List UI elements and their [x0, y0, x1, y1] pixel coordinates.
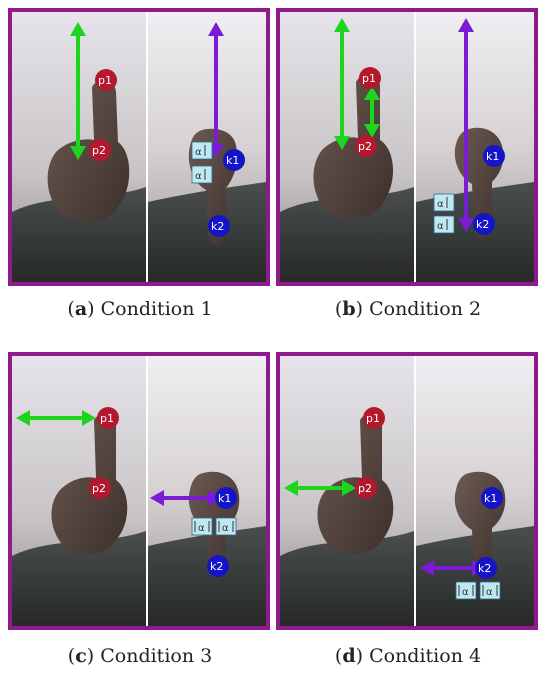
alpha-label: α [462, 587, 469, 598]
green-arrow [70, 22, 86, 160]
background-dark-left [280, 531, 414, 626]
marker-p1: p1 [359, 67, 381, 89]
panel-condition-1: α α p1 p2 k1 k2 [8, 8, 270, 286]
marker-label: p1 [100, 412, 114, 425]
marker-p2: p2 [355, 135, 377, 157]
marker-k1: k1 [483, 145, 505, 167]
panel-condition-3: α α p1 p2 k1 k2 [8, 352, 270, 630]
purple-arrow [458, 18, 474, 232]
caption-a: (a) Condition 1 [67, 298, 213, 320]
marker-p1: p1 [95, 69, 117, 91]
green-arrow-long [334, 18, 350, 150]
marker-label: k1 [486, 150, 499, 163]
marker-label: k2 [211, 220, 224, 233]
alpha-label: α [437, 199, 444, 210]
marker-label: p2 [358, 140, 372, 153]
marker-k2: k2 [208, 215, 230, 237]
marker-label: k2 [478, 562, 491, 575]
panel-condition-4: α α p1 p2 k1 k2 [276, 352, 538, 630]
marker-label: p2 [358, 482, 372, 495]
hand-left [51, 412, 128, 555]
caption-b: (b) Condition 2 [334, 298, 482, 320]
marker-k1: k1 [215, 487, 237, 509]
green-arrow [16, 410, 96, 426]
alpha-indicators: α α [455, 581, 501, 600]
alpha-label: α [437, 221, 444, 232]
alpha-indicators: α α [191, 141, 213, 184]
marker-label: k2 [210, 560, 223, 573]
marker-label: p1 [98, 74, 112, 87]
marker-p1: p1 [363, 407, 385, 429]
caption-d: (d) Condition 4 [334, 645, 482, 667]
marker-label: p2 [92, 482, 106, 495]
marker-label: k1 [218, 492, 231, 505]
caption-c: (c) Condition 3 [67, 645, 213, 667]
background-dark-right [148, 182, 266, 282]
caption-text: Condition 1 [100, 298, 213, 320]
background-dark-right [416, 526, 534, 626]
marker-label: k1 [226, 154, 239, 167]
panel-condition-2: α α p1 p2 k1 k2 [276, 8, 538, 286]
alpha-label: α [486, 587, 493, 598]
marker-p2: p2 [89, 477, 111, 499]
background-dark-right [148, 526, 266, 626]
green-arrow [284, 480, 356, 496]
caption-letter: c [75, 645, 87, 667]
alpha-indicators: α α [433, 193, 455, 234]
marker-k2: k2 [473, 213, 495, 235]
marker-k1: k1 [481, 487, 503, 509]
alpha-label: α [195, 171, 202, 182]
green-arrow-short [364, 86, 380, 138]
background-dark-left [280, 187, 414, 282]
alpha-label: α [198, 523, 205, 534]
alpha-label: α [195, 147, 202, 158]
marker-label: k2 [476, 218, 489, 231]
marker-label: p1 [366, 412, 380, 425]
caption-text: Condition 4 [369, 645, 482, 667]
background-dark-left [12, 531, 146, 626]
marker-p2: p2 [89, 139, 111, 161]
caption-letter: d [342, 645, 356, 667]
marker-p1: p1 [97, 407, 119, 429]
caption-letter: a [74, 298, 88, 320]
alpha-indicators: α α [191, 517, 237, 536]
marker-k2: k2 [207, 555, 229, 577]
marker-k1: k1 [223, 149, 245, 171]
caption-letter: b [342, 298, 356, 320]
marker-k2: k2 [475, 557, 497, 579]
hand-left [47, 78, 130, 223]
caption-text: Condition 3 [100, 645, 213, 667]
alpha-label: α [222, 523, 229, 534]
marker-label: p2 [92, 144, 106, 157]
hand-left [317, 412, 394, 555]
caption-text: Condition 2 [369, 298, 482, 320]
marker-p2: p2 [355, 477, 377, 499]
marker-label: k1 [484, 492, 497, 505]
marker-label: p1 [362, 72, 376, 85]
